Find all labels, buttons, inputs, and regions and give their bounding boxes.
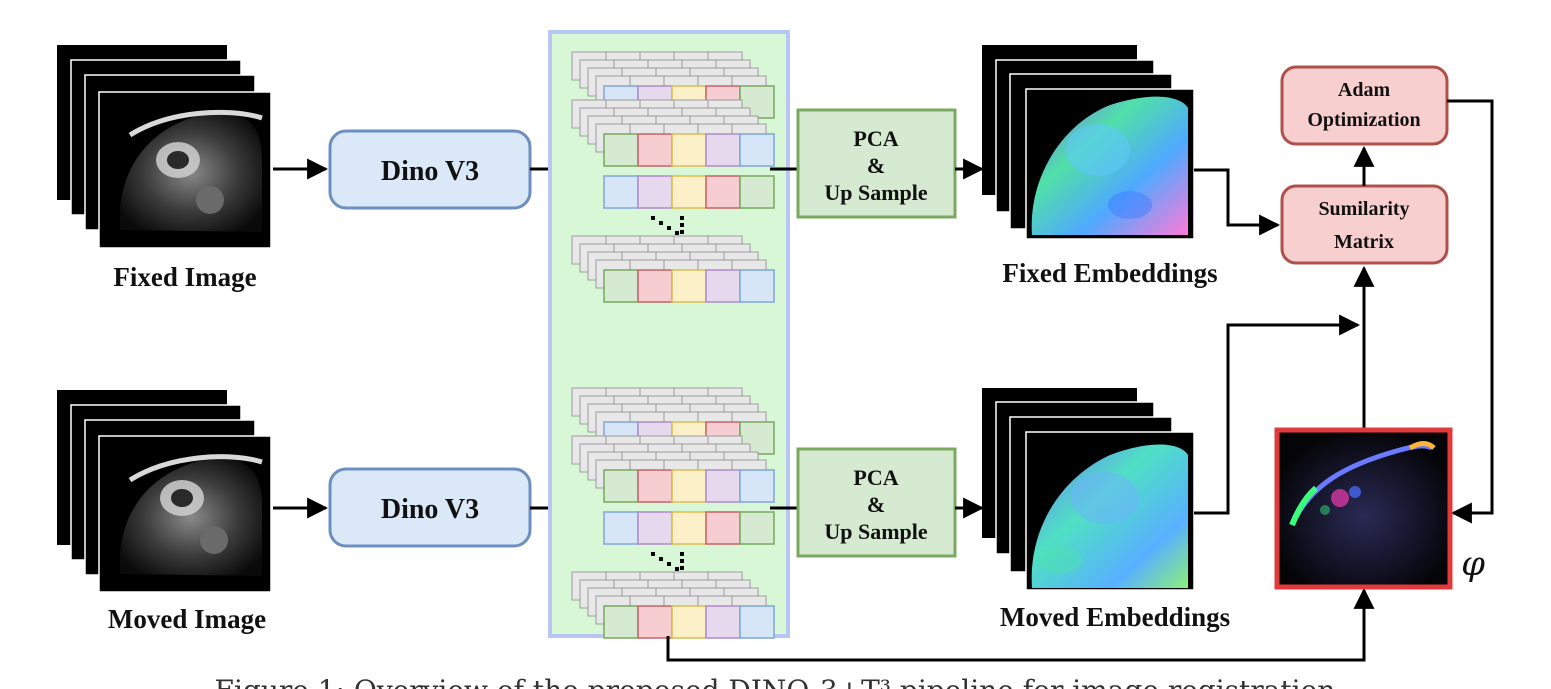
deformation-field [1274, 427, 1453, 590]
dino-top-label: Dino V3 [381, 156, 479, 187]
pca-bottom-line2: & [867, 492, 885, 517]
pca-bottom-line1: PCA [853, 465, 898, 490]
fixed-image-label: Fixed Image [113, 262, 256, 292]
dino-bottom-box: Dino V3 [328, 467, 532, 548]
pca-bottom-line3: Up Sample [824, 519, 928, 544]
moved-image-label: Moved Image [108, 604, 266, 634]
adam-line2: Optimization [1307, 109, 1420, 131]
arrow-fixed-emb-to-similarity [1194, 168, 1281, 236]
mri-stack-icon [119, 109, 263, 232]
pca-top-box: PCA & Up Sample [796, 108, 957, 219]
dino-bottom-label: Dino V3 [381, 494, 479, 525]
adam-optimization-box: Adam Optimization [1280, 65, 1449, 146]
pca-bottom-box: PCA & Up Sample [796, 447, 957, 558]
similarity-matrix-box: Sumilarity Matrix [1280, 184, 1449, 265]
figure-caption: Figure 1: Overview of the proposed DINO-… [215, 674, 1336, 689]
embedding-stack-icon [1031, 96, 1188, 235]
fixed-embeddings-label: Fixed Embeddings [1002, 258, 1217, 288]
arrow-moved-emb-to-similarity [1194, 314, 1361, 515]
pca-top-line2: & [867, 153, 885, 178]
moved-embeddings-label: Moved Embeddings [1000, 602, 1230, 632]
moved-image-stack [57, 390, 272, 593]
arrow-adam-to-deformation [1447, 99, 1494, 524]
phi-symbol: φ [1461, 544, 1485, 584]
pca-top-line1: PCA [853, 126, 898, 151]
adam-line1: Adam [1338, 79, 1391, 101]
mri-stack-icon [119, 454, 263, 576]
embedding-stack-icon [1031, 444, 1188, 588]
fixed-image-stack [57, 45, 272, 249]
token-grid-icon [571, 51, 775, 639]
arrow-features-to-deformation [666, 587, 1375, 662]
fixed-embeddings-stack [982, 45, 1195, 240]
pca-top-line3: Up Sample [824, 180, 928, 205]
moved-embeddings-stack [982, 388, 1195, 591]
deformation-field-icon [1289, 441, 1436, 527]
dino-top-box: Dino V3 [328, 129, 532, 210]
similarity-line1: Sumilarity [1318, 198, 1409, 220]
similarity-line2: Matrix [1334, 231, 1394, 253]
